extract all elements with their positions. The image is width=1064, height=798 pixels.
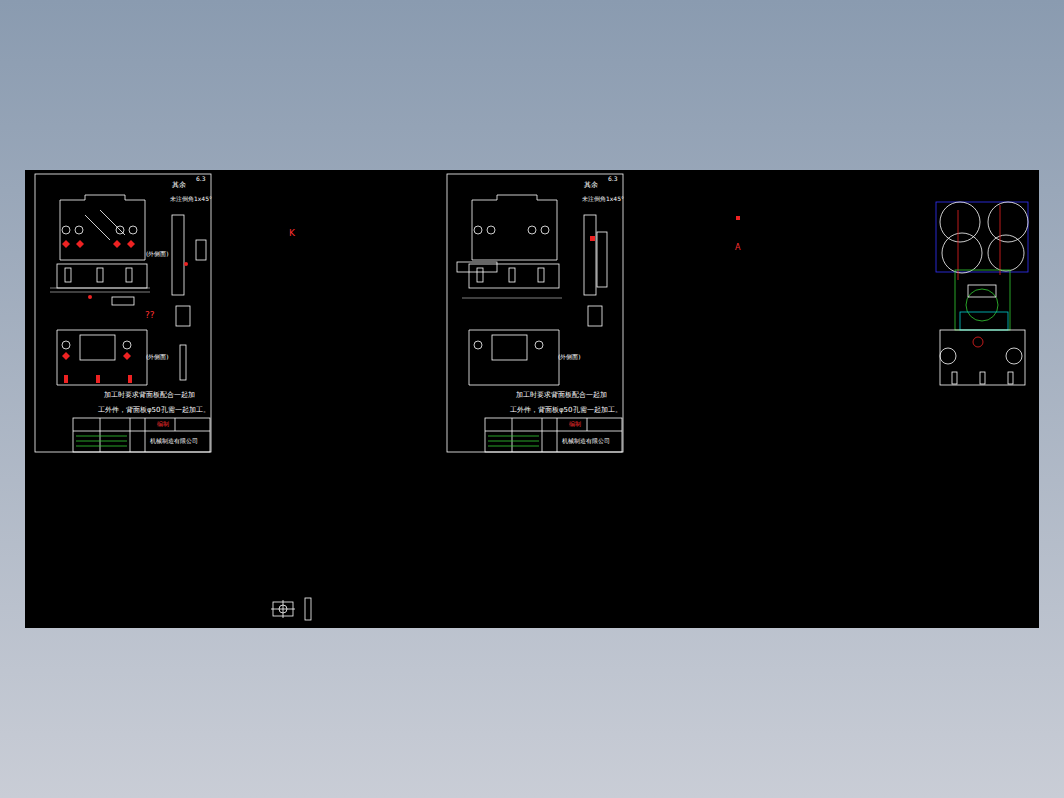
red-markers xyxy=(590,216,740,241)
title-block-cell: 编制 xyxy=(569,421,581,427)
chamfer-note: 未注倒角1x45° xyxy=(170,196,212,202)
roughness-value: 6.3 xyxy=(608,176,618,182)
view-label: (外侧面) xyxy=(146,354,169,360)
markup-note: ?? xyxy=(145,311,155,320)
title-block-cell: 机械制造有限公司 xyxy=(150,438,198,444)
drawing-sheet xyxy=(447,174,623,452)
roughness-value: 6.3 xyxy=(196,176,206,182)
technical-note: 工外件，背面板φ50孔需一起加工。 xyxy=(510,407,622,414)
red-markers xyxy=(62,240,188,383)
small-symbol xyxy=(271,598,311,620)
title-block-cell: 编制 xyxy=(157,421,169,427)
title-block-cell: 机械制造有限公司 xyxy=(562,438,610,444)
roughness-note: 其余 xyxy=(584,182,598,189)
markup-letter: A xyxy=(735,244,740,252)
model-space xyxy=(25,170,1039,628)
drawing-sheet xyxy=(35,174,211,452)
technical-note: 加工时要求背面板配合一起加 xyxy=(104,392,195,399)
chamfer-note: 未注倒角1x45° xyxy=(582,196,624,202)
technical-note: 工外件，背面板φ50孔需一起加工。 xyxy=(98,407,210,414)
markup-letter: K xyxy=(289,229,295,238)
roughness-note: 其余 xyxy=(172,182,186,189)
view-label: (外侧面) xyxy=(146,251,169,257)
view-label: (外侧面) xyxy=(558,354,581,360)
technical-note: 加工时要求背面板配合一起加 xyxy=(516,392,607,399)
assembly-view xyxy=(936,202,1028,385)
